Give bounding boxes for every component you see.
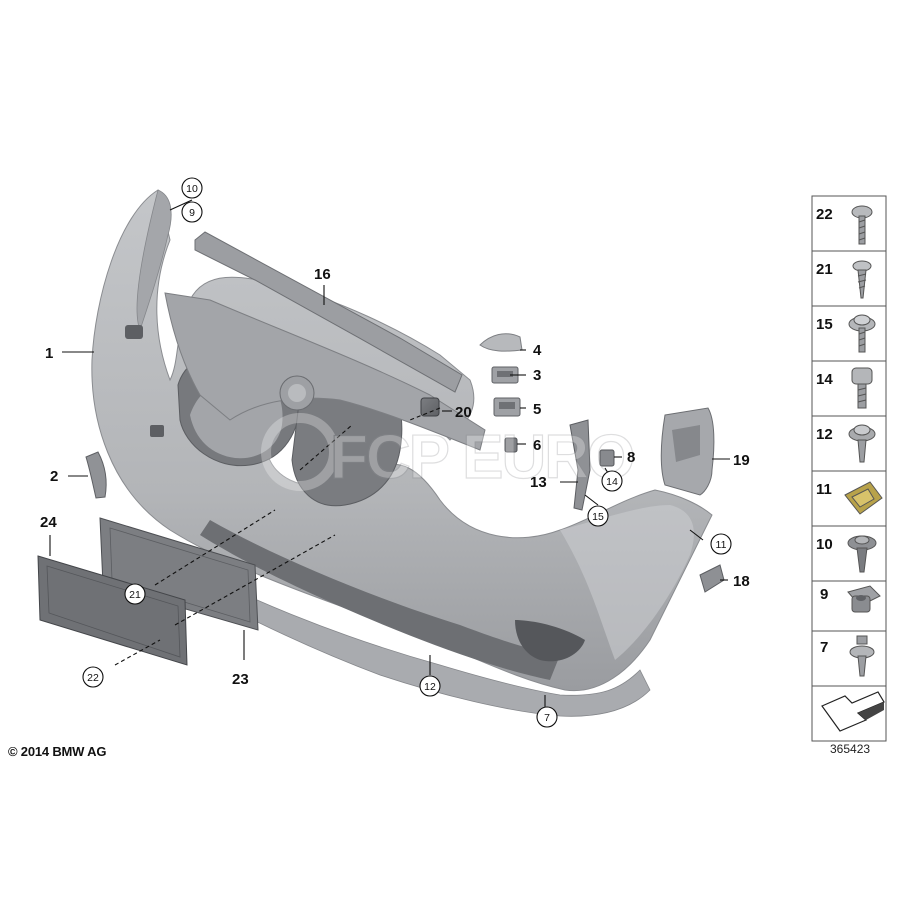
plate-base-23 [99,517,259,631]
hw-label-14: 14 [816,371,833,388]
hw-label-11: 11 [816,481,832,498]
rivet-7-icon [849,635,875,677]
cover-4 [479,333,523,352]
callout-15: 15 [587,505,609,527]
svg-text:14: 14 [606,476,618,488]
clip-6 [504,437,518,453]
callout-20: 20 [455,404,472,421]
callout-11: 11 [710,533,732,555]
svg-text:21: 21 [129,589,141,601]
callout-12: 12 [419,675,441,697]
callout-5: 5 [533,401,541,418]
hw-label-22: 22 [816,206,833,223]
callout-labels: 1 2 3 4 5 6 8 13 16 18 19 20 23 24 [40,266,750,688]
callout-4: 4 [533,342,542,359]
bracket-19 [660,407,715,496]
bracket-2 [85,451,107,499]
upper-carrier [164,292,486,451]
callout-19: 19 [733,452,750,469]
callout-3: 3 [533,367,541,384]
hw-label-12: 12 [816,426,833,443]
svg-text:22: 22 [87,672,99,684]
hw-label-10: 10 [816,536,833,553]
hw-label-21: 21 [816,261,833,278]
expanding-rivet-10-icon [847,535,877,573]
flange-screw-15-icon [848,314,876,353]
callout-2: 2 [50,468,58,485]
bracket-5 [493,397,521,417]
svg-text:11: 11 [716,539,727,551]
callout-7: 7 [536,706,558,728]
svg-text:7: 7 [544,712,550,724]
sensor-20 [420,397,440,417]
circled-callouts: 10 9 14 15 11 21 22 12 [82,177,732,728]
callout-16: 16 [314,266,331,283]
nut-clip-9-icon [847,585,881,613]
callout-22: 22 [82,666,104,688]
screw-22-icon [851,205,873,245]
hw-label-15: 15 [816,316,833,333]
direction-arrow-icon [821,691,885,732]
svg-text:FCP EURO: FCP EURO [330,423,633,492]
hw-label-7: 7 [820,639,828,656]
clip-8 [599,449,615,467]
strip-16 [194,231,463,393]
svg-text:10: 10 [186,183,198,195]
hw-label-9: 9 [820,586,828,603]
assembly-lines [114,407,441,666]
svg-text:9: 9 [189,207,195,219]
callout-21: 21 [124,583,146,605]
callout-1: 1 [45,345,53,362]
watermark: FCP EURO [261,413,636,493]
diagram-id: 365423 [830,742,871,756]
screw-21-icon [852,260,872,299]
bracket-13 [569,419,591,511]
socket-bolt-14-icon [851,367,873,409]
callout-13: 13 [530,474,547,491]
callout-23: 23 [232,671,249,688]
svg-text:15: 15 [592,511,604,523]
collar-screw-12-icon [848,424,876,463]
hardware-panel: 22 21 15 14 12 11 10 9 7 [811,195,887,742]
clip-nut-11-icon [844,481,883,515]
callout-8: 8 [627,449,635,466]
callout-14: 14 [601,470,623,492]
bracket-18 [699,564,725,593]
bracket-3 [491,366,519,384]
callout-10: 10 [181,177,203,199]
copyright-text: © 2014 BMW AG [8,744,107,759]
callout-24: 24 [40,514,57,531]
callout-6: 6 [533,437,541,454]
callout-18: 18 [733,573,750,590]
callout-9: 9 [181,201,203,223]
svg-text:12: 12 [424,681,436,693]
